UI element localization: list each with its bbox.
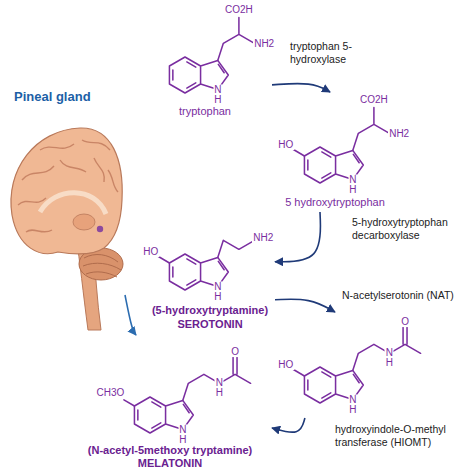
hydroxytryptophan-structure xyxy=(293,107,389,183)
atom-label: CO2H xyxy=(224,5,254,15)
atom-label: HO xyxy=(142,247,159,257)
compound-name: (N-acetyl-5methoxy tryptamine) xyxy=(88,445,252,456)
enzyme-label: tryptophan 5-hydroxylase xyxy=(288,40,374,65)
compound-name: MELATONIN xyxy=(138,458,202,469)
atom-label: NH2 xyxy=(388,129,410,139)
atom-label: N H xyxy=(348,394,357,414)
region-label: Pineal gland xyxy=(14,90,91,103)
reaction-arrow xyxy=(275,299,335,312)
thalamus xyxy=(73,214,95,230)
atom-label: N H xyxy=(178,424,187,444)
atom-label: N H xyxy=(213,84,222,104)
reaction-arrow xyxy=(272,418,305,432)
atom-label: N H xyxy=(215,378,224,398)
atom-label: CO2H xyxy=(359,95,389,105)
atom-label: N H xyxy=(385,348,394,368)
compound-name: SEROTONIN xyxy=(177,319,242,330)
brain-illustration xyxy=(11,128,123,330)
atom-label: N H xyxy=(213,281,222,301)
reaction-arrow xyxy=(275,212,321,262)
pineal-gland-brain: Pineal gland xyxy=(2,85,125,335)
molecule-serotonin: HO NH2 N H (5-hydroxytryptamine) SEROTONIN xyxy=(136,226,275,345)
enzyme-label: 5-hydroxytryptophan decarboxylase xyxy=(350,216,472,241)
gyri xyxy=(18,140,118,232)
molecule-melatonin: CH3OON HN H(N-acetyl-5methoxy tryptamine… xyxy=(80,346,272,474)
enzyme-label: hydroxyindole-O-methyl transferase (HIOM… xyxy=(333,423,474,448)
reaction-arrow xyxy=(272,84,330,92)
atom-label: CH3O xyxy=(95,388,125,398)
atom-label: O xyxy=(400,317,410,327)
atom-label: O xyxy=(230,347,240,357)
corpus-callosum xyxy=(40,193,106,214)
atom-label: HO xyxy=(277,140,294,150)
tryptophan-structure xyxy=(169,17,254,93)
molecule-acetylserotonin: HO O N H N H xyxy=(277,312,432,418)
atom-label: N H xyxy=(348,174,357,194)
molecule-tryptophan: CO2H NH2 N H tryptophan xyxy=(155,3,272,120)
pointer-arrow xyxy=(125,295,136,335)
molecule-hydroxytryptophan: CO2H HO NH2 N H 5 hydroxytryptophan xyxy=(274,92,420,212)
acetylserotonin-structure xyxy=(293,327,421,403)
atom-label: NH2 xyxy=(252,233,274,243)
atom-label: HO xyxy=(277,360,294,370)
enzyme-label: N-acetylserotonin (NAT) xyxy=(340,289,456,302)
serotonin-structure xyxy=(158,240,254,290)
compound-name: (5-hydroxytryptamine) xyxy=(152,305,268,316)
atom-label: NH2 xyxy=(253,39,275,49)
compound-name: 5 hydroxytryptophan xyxy=(285,197,385,208)
compound-name: tryptophan xyxy=(179,106,231,117)
cerebrum xyxy=(11,128,122,254)
pineal-gland-dot xyxy=(97,226,103,232)
melatonin-structure xyxy=(124,357,251,433)
cerebellum-folia xyxy=(83,255,121,277)
